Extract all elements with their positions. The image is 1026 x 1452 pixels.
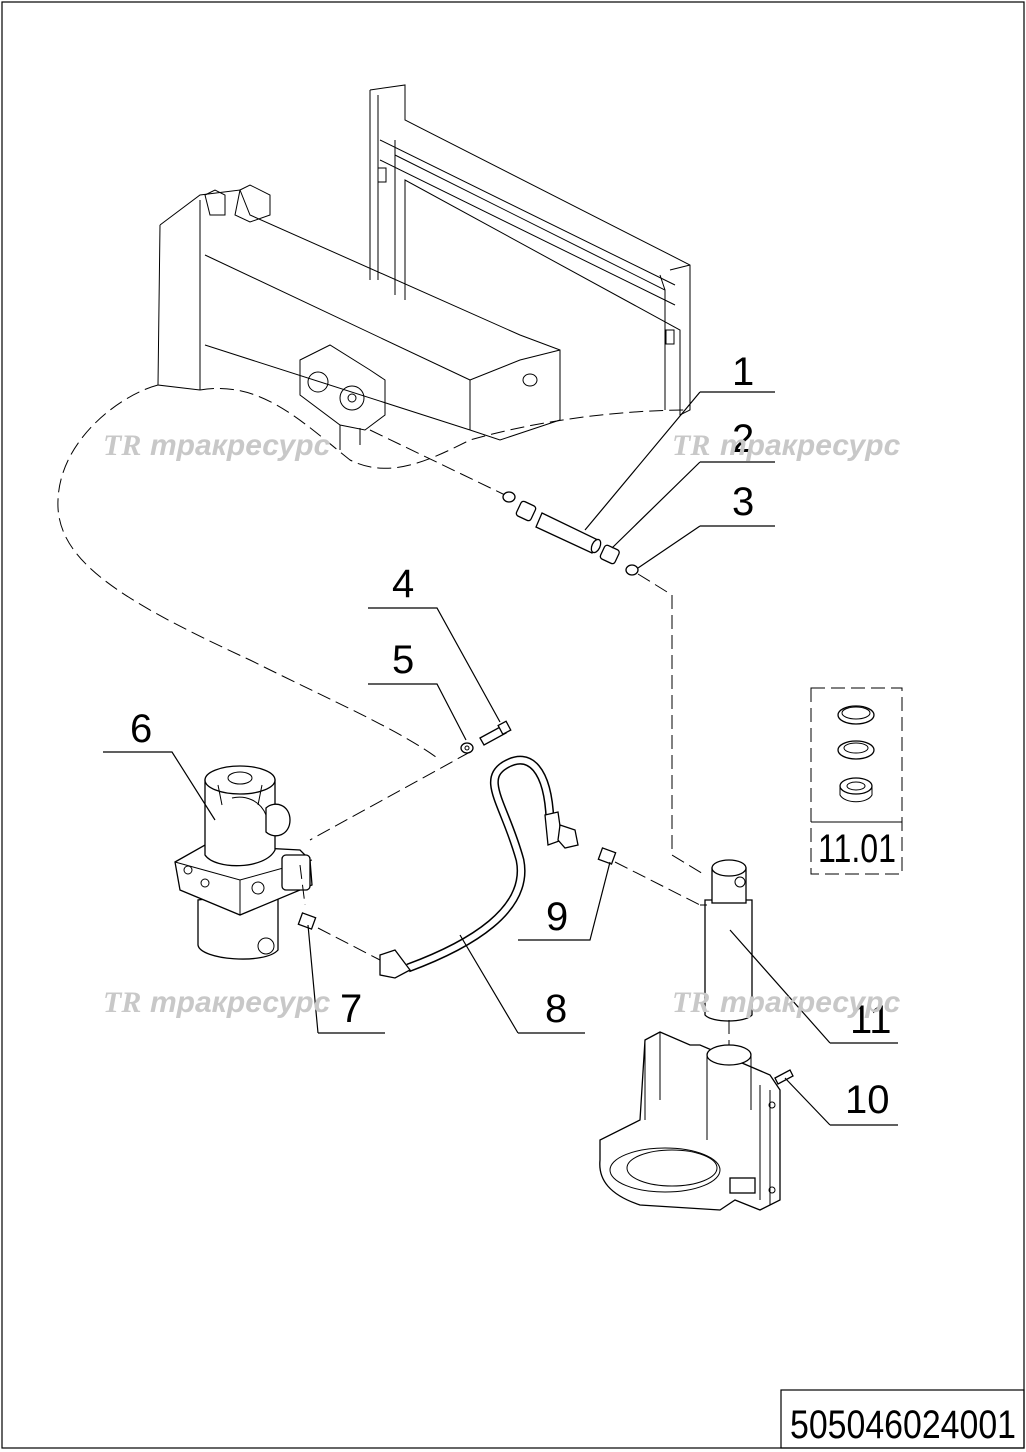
mast-frame-assembly <box>157 84 691 450</box>
watermark-text: тракресурс <box>720 429 901 462</box>
watermark-logo: TR <box>103 429 141 462</box>
hydraulic-cylinder <box>700 859 753 1050</box>
seal-kit-box: 11.01 <box>810 687 903 875</box>
hydraulic-hose <box>379 755 579 979</box>
callout-10: 10 <box>845 1078 890 1122</box>
watermark-logo: TR <box>103 986 141 1019</box>
fitting-7 <box>297 912 381 961</box>
callout-4: 4 <box>392 562 414 606</box>
pin-assembly <box>369 429 706 876</box>
watermark-logo: TR <box>672 986 710 1019</box>
callout-1: 1 <box>732 350 754 394</box>
detail-outline <box>57 384 441 761</box>
callout-9: 9 <box>546 895 568 939</box>
base-bracket <box>599 1031 794 1211</box>
leader-lines <box>103 391 898 1126</box>
watermark-right-bottom: TR тракресурс <box>672 986 901 1019</box>
callout-11: 11 <box>850 998 892 1042</box>
callout-numbers: 1 2 3 4 5 6 7 8 9 10 11 <box>130 350 892 1122</box>
watermark-left-top: TR тракресурс <box>103 429 331 462</box>
watermark-text: тракресурс <box>150 429 331 462</box>
seal-kit-label: 11.01 <box>818 827 896 871</box>
watermark-logo: TR <box>672 429 710 462</box>
drawing-code-box: 505046024001 <box>780 1389 1025 1449</box>
fitting-9 <box>597 847 701 906</box>
drawing-code: 505046024001 <box>790 1403 1016 1447</box>
callout-2: 2 <box>732 417 754 461</box>
hydraulic-pump-unit <box>174 765 313 960</box>
callout-3: 3 <box>732 480 754 524</box>
bolt-washer <box>309 720 512 841</box>
callout-8: 8 <box>545 987 567 1031</box>
callout-7: 7 <box>340 987 362 1031</box>
watermark-text: тракресурс <box>720 986 901 1019</box>
watermark-right-top: TR тракресурс <box>672 429 901 462</box>
callout-5: 5 <box>392 638 414 682</box>
watermark-left-bottom: TR тракресурс <box>103 986 331 1019</box>
watermark-text: тракресурс <box>150 986 331 1019</box>
callout-6: 6 <box>130 707 152 751</box>
